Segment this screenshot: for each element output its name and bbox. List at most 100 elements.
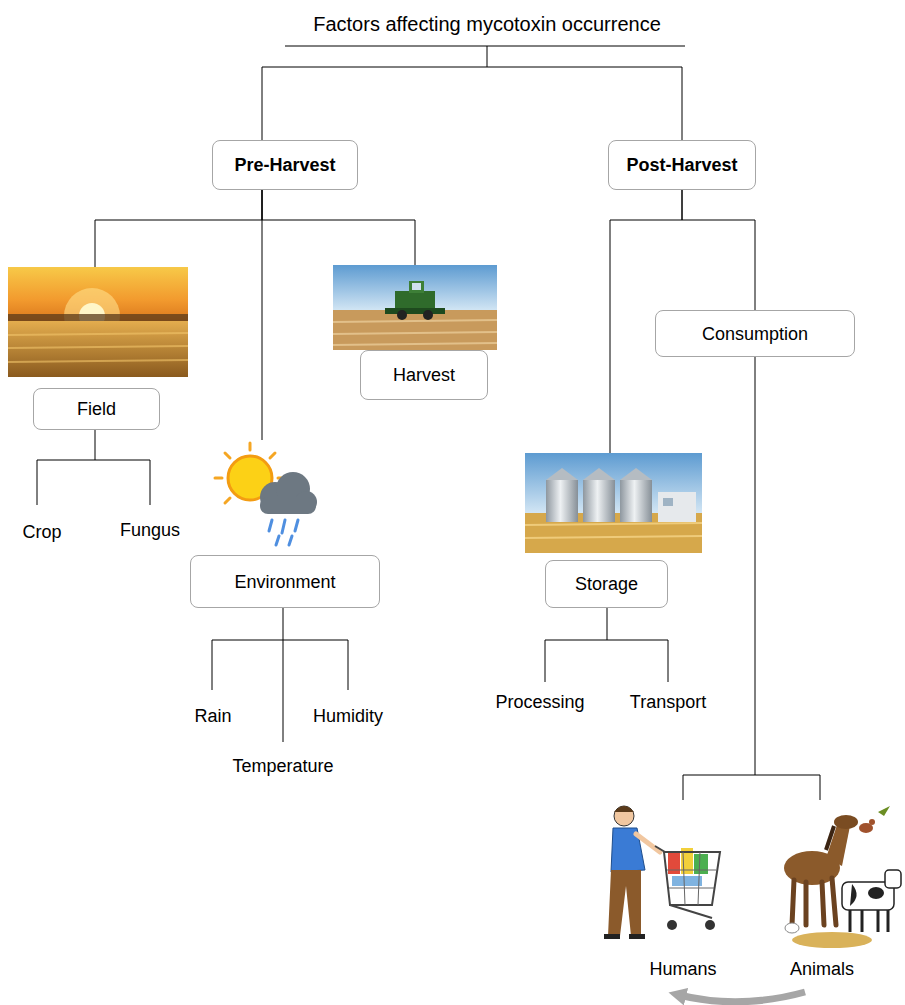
weather-icon bbox=[269, 520, 272, 531]
harvest-photo bbox=[333, 265, 497, 312]
title-bracket bbox=[262, 46, 685, 140]
shopper-figure bbox=[614, 806, 634, 826]
livestock-figure bbox=[887, 910, 890, 932]
livestock-figure bbox=[784, 806, 901, 948]
leaf-bracket bbox=[37, 460, 38, 505]
harvest-photo bbox=[385, 308, 445, 314]
shopper-figure bbox=[667, 920, 677, 930]
livestock-figure bbox=[877, 910, 880, 932]
phase-box: Post-Harvest bbox=[608, 140, 756, 190]
box-outline: Consumption bbox=[655, 310, 855, 357]
weather-icon bbox=[225, 498, 230, 503]
weather-icon bbox=[260, 472, 317, 514]
livestock-figure bbox=[792, 880, 794, 925]
leaf-bracket bbox=[683, 775, 820, 776]
livestock-figure bbox=[822, 882, 824, 925]
livestock-figure bbox=[878, 806, 890, 816]
box-outline: Pre-Harvest bbox=[212, 140, 358, 190]
weather-icon bbox=[295, 520, 298, 531]
harvest-photo bbox=[409, 281, 424, 293]
livestock-figure bbox=[785, 923, 799, 933]
shopper-figure bbox=[608, 870, 641, 936]
weather-icon bbox=[225, 453, 230, 458]
harvest-photo bbox=[397, 310, 407, 320]
harvest-photo bbox=[412, 283, 421, 290]
leaf-label: Humidity bbox=[268, 705, 428, 727]
weather-icon bbox=[249, 443, 252, 450]
livestock-figure bbox=[885, 870, 901, 888]
shopper-figure bbox=[636, 834, 660, 852]
storage-photo bbox=[525, 523, 702, 538]
box-label: Pre-Harvest bbox=[234, 154, 335, 176]
title-bracket bbox=[487, 46, 488, 67]
storage-photo bbox=[583, 480, 615, 522]
title-bracket bbox=[285, 46, 685, 47]
harvest-photo bbox=[333, 320, 497, 345]
leaf-bracket bbox=[545, 640, 546, 682]
factor-box: Storage bbox=[525, 453, 702, 608]
field-photo bbox=[8, 314, 188, 321]
leaf-label: Transport bbox=[588, 691, 748, 713]
leaf-label: Fungus bbox=[70, 519, 230, 541]
shopper-figure bbox=[668, 852, 680, 874]
weather-icon bbox=[282, 520, 285, 533]
weather-icon bbox=[276, 536, 279, 545]
connector-line bbox=[262, 190, 263, 440]
box-label: Environment bbox=[234, 571, 335, 593]
box-label: Harvest bbox=[393, 364, 455, 386]
leaf-bracket bbox=[37, 460, 150, 461]
box-outline: Harvest bbox=[360, 350, 488, 400]
box-label: Post-Harvest bbox=[626, 154, 737, 176]
field-photo bbox=[8, 321, 188, 377]
livestock-figure bbox=[850, 884, 857, 906]
livestock-figure bbox=[869, 819, 875, 825]
leaf-label: Humans bbox=[603, 958, 763, 980]
leaf-label: Rain bbox=[133, 705, 293, 727]
factor-box: Harvest bbox=[333, 265, 497, 400]
leaf-bracket bbox=[283, 640, 284, 742]
leaf-bracket bbox=[545, 640, 668, 641]
shopper-figure bbox=[604, 934, 620, 939]
leaf-label: Crop bbox=[0, 521, 122, 543]
leaf-bracket bbox=[95, 430, 96, 460]
livestock-figure bbox=[804, 882, 809, 925]
harvest-photo bbox=[333, 310, 497, 350]
leaf-label: Processing bbox=[460, 691, 620, 713]
factor-box: Environment bbox=[190, 440, 380, 608]
weather-icon bbox=[215, 443, 317, 545]
leaf-bracket bbox=[755, 357, 756, 775]
leaf-bracket bbox=[348, 640, 349, 690]
harvest-photo bbox=[333, 265, 497, 350]
leaf-bracket bbox=[150, 460, 151, 505]
weather-icon bbox=[260, 497, 316, 514]
leaf-bracket bbox=[283, 608, 284, 640]
shopper-figure bbox=[629, 934, 645, 939]
livestock-figure bbox=[834, 815, 858, 829]
leaf-bracket bbox=[820, 775, 821, 800]
leaf-label: Animals bbox=[742, 958, 902, 980]
box-outline: Storage bbox=[545, 560, 668, 608]
leaf-bracket bbox=[212, 640, 213, 690]
title-bracket bbox=[682, 67, 683, 140]
storage-photo bbox=[620, 480, 652, 522]
box-label: Field bbox=[77, 398, 116, 420]
livestock-figure bbox=[792, 932, 872, 948]
weather-icon bbox=[270, 453, 275, 458]
shopper-figure bbox=[614, 806, 634, 812]
box-outline: Environment bbox=[190, 555, 380, 608]
connector-line bbox=[95, 190, 262, 267]
title-bracket bbox=[262, 67, 263, 140]
field-photo bbox=[8, 333, 188, 362]
storage-photo bbox=[620, 468, 652, 480]
phase-box: Pre-Harvest bbox=[212, 140, 358, 190]
factor-box: Field bbox=[8, 267, 188, 430]
storage-photo bbox=[663, 498, 673, 506]
shopper-figure bbox=[672, 876, 702, 886]
diagram-title: Factors affecting mycotoxin occurrence bbox=[262, 12, 712, 36]
shopper-figure bbox=[604, 806, 720, 939]
storage-photo bbox=[583, 468, 615, 480]
leaf-bracket bbox=[212, 640, 348, 641]
harvest-photo bbox=[423, 310, 433, 320]
